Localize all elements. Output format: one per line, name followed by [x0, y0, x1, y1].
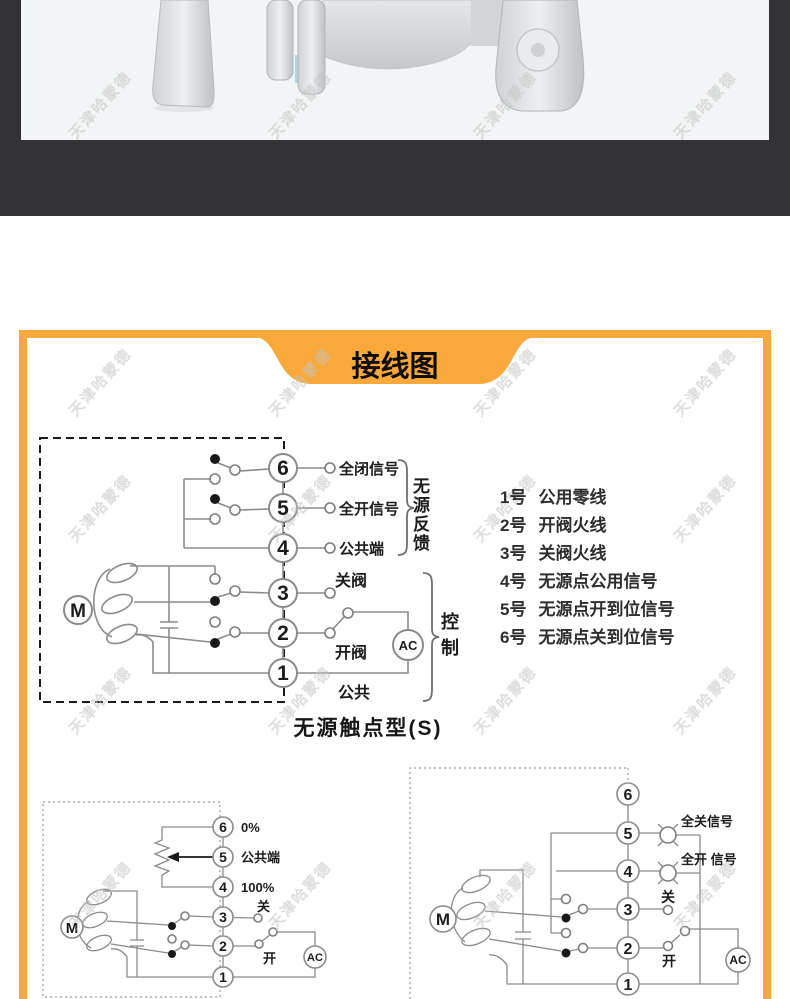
ac-label: AC [307, 952, 323, 964]
switch-contacts [209, 454, 354, 648]
valve-photo [152, 0, 585, 112]
terminals: 6 5 4 3 2 1 [212, 816, 234, 988]
label-common: 公共 [338, 684, 370, 702]
legend-num: 6号 [500, 628, 527, 647]
valve-body-shapes [152, 0, 585, 112]
ac-label: AC [399, 638, 418, 653]
terminal-2: 2 [277, 622, 289, 645]
terminal-1: 1 [219, 969, 227, 985]
legend-num: 5号 [500, 600, 527, 619]
wiring-panel-frame [19, 330, 771, 999]
legend-desc: 关阀火线 [538, 544, 607, 563]
legend-item: 4号 无源点公用信号 [500, 568, 674, 596]
terminal-2: 2 [624, 941, 633, 958]
title-tab [255, 337, 535, 386]
actuator-boundary-box [409, 767, 629, 999]
label-full-open-signal: 全开 信号 [680, 852, 737, 867]
terminal-4: 4 [624, 864, 633, 881]
label-open: 开 [662, 953, 676, 969]
motor-label: M [436, 910, 450, 929]
terminals: 6 5 4 3 2 1 [268, 453, 298, 688]
hero-band [0, 0, 790, 216]
legend-num: 1号 [500, 488, 527, 507]
motor-label: M [70, 601, 86, 622]
label-close-valve: 关阀 [335, 571, 367, 590]
label-close: 关 [257, 899, 270, 914]
passive-contact-wiring-diagram: 6 5 4 3 2 1 M AC 全闭信号 全开信号 公共端 关阀 开阀 公共 [39, 437, 440, 703]
legend-desc: 无源点开到位信号 [538, 600, 675, 619]
feedback-group-label: 无源反馈 [410, 477, 429, 553]
legend-desc: 无源点关到位信号 [538, 628, 675, 647]
label-close: 关 [661, 889, 675, 905]
legend-desc: 开阀火线 [538, 516, 607, 535]
legend-item: 2号 开阀火线 [500, 512, 674, 540]
terminal-3: 3 [219, 909, 227, 925]
title-tab-shape [255, 337, 535, 384]
legend-num: 4号 [500, 572, 527, 591]
terminal-1: 1 [624, 977, 633, 994]
legend-item: 3号 关阀火线 [500, 540, 674, 568]
product-photo-window [21, 0, 769, 140]
terminal-4: 4 [277, 537, 289, 560]
terminal-3: 3 [277, 582, 289, 605]
motor-symbol [60, 915, 84, 939]
actuator-boundary-box [39, 437, 285, 703]
lamp-symbols [657, 823, 679, 885]
terminals: 6 5 4 3 2 1 [616, 782, 640, 996]
switch-contacts [167, 911, 278, 958]
ac-source-symbol [725, 947, 751, 973]
motor-symbol [63, 595, 93, 625]
lamp-feedback-wiring-diagram: 6 5 4 3 2 1 M AC 全关信号 全开 信号 关 开 [409, 767, 751, 999]
potentiometer-wiring-diagram: 6 5 4 3 2 1 M AC 0% 公共端 100% 关 开 [42, 801, 327, 998]
feedback-group-brace [397, 459, 415, 556]
ac-source-symbol [392, 629, 424, 661]
wiring [92, 462, 409, 674]
label-common-terminal: 公共端 [339, 540, 384, 558]
motor-label: M [66, 920, 79, 937]
switch-contacts [560, 893, 691, 958]
terminal-6: 6 [624, 787, 633, 804]
legend-num: 3号 [500, 544, 527, 563]
terminal-5: 5 [219, 849, 227, 865]
control-group-label: 控制 [439, 612, 459, 664]
terminal-3: 3 [624, 902, 633, 919]
label-open: 开 [263, 951, 276, 966]
motor-symbol [429, 905, 457, 933]
control-group-brace [422, 572, 440, 702]
legend-num: 2号 [500, 516, 527, 535]
label-open-valve: 开阀 [335, 643, 367, 662]
legend-desc: 无源点公用信号 [538, 572, 658, 591]
terminal-legend: 1号 公用零线 2号 开阀火线 3号 关阀火线 4号 无源点公用信号 5号 无源… [500, 484, 674, 652]
label-full-close-signal: 全闭信号 [338, 460, 399, 478]
wiring [450, 794, 739, 985]
section-title: 接线图 [351, 351, 439, 383]
legend-item: 5号 无源点开到位信号 [500, 596, 674, 624]
label-common-terminal: 公共端 [241, 850, 280, 865]
label-full-closed-signal: 全关信号 [680, 814, 733, 829]
terminal-5: 5 [624, 826, 633, 843]
label-full-open-signal: 全开信号 [338, 500, 399, 518]
terminal-4: 4 [219, 879, 227, 895]
legend-item: 1号 公用零线 [500, 484, 674, 512]
label-100-percent: 100% [241, 880, 275, 895]
label-0-percent: 0% [241, 820, 260, 835]
terminal-5: 5 [277, 497, 289, 520]
terminal-1: 1 [277, 662, 289, 685]
actuator-boundary-box [42, 801, 221, 998]
ac-source-symbol [303, 945, 327, 969]
legend-item: 6号 无源点关到位信号 [500, 624, 674, 652]
ac-label: AC [729, 953, 747, 967]
diagram-caption: 无源触点型(S) [293, 717, 443, 740]
terminal-2: 2 [219, 938, 227, 954]
legend-desc: 公用零线 [538, 488, 607, 507]
terminal-6: 6 [277, 457, 289, 480]
terminal-6: 6 [219, 819, 227, 835]
